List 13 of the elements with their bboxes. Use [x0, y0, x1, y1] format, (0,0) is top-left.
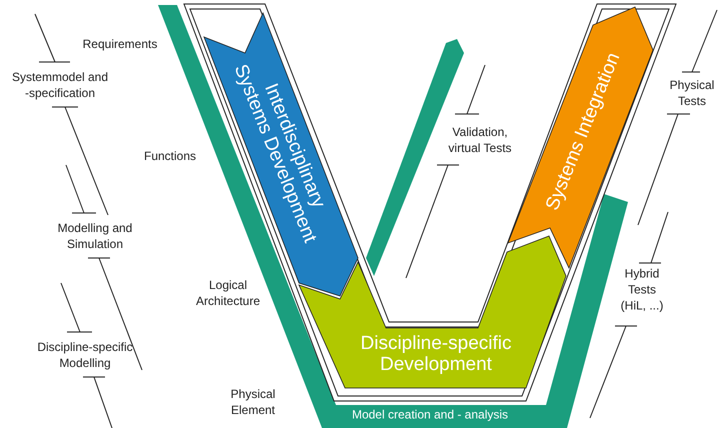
process-arrow — [204, 13, 358, 296]
band-label: Model creation and - analysis — [350, 408, 510, 422]
annotation-label: Physical Element — [230, 386, 276, 418]
annotation-label: Modelling and Simulation — [56, 220, 134, 252]
annotation-label: Discipline-specific Modelling — [36, 338, 134, 372]
annotation-label: Physical Tests — [668, 76, 716, 110]
annotation-label: Functions — [142, 148, 198, 164]
annotation-label: Logical Architecture — [194, 276, 262, 310]
process-label: Discipline-specific Development — [360, 334, 512, 376]
annotation-label: Hybrid Tests (HiL, ...) — [620, 266, 664, 314]
annotation-label: Validation, virtual Tests — [447, 124, 513, 156]
annotation-label: Requirements — [82, 36, 158, 52]
annotation-label: Systemmodel and -specification — [10, 68, 110, 102]
